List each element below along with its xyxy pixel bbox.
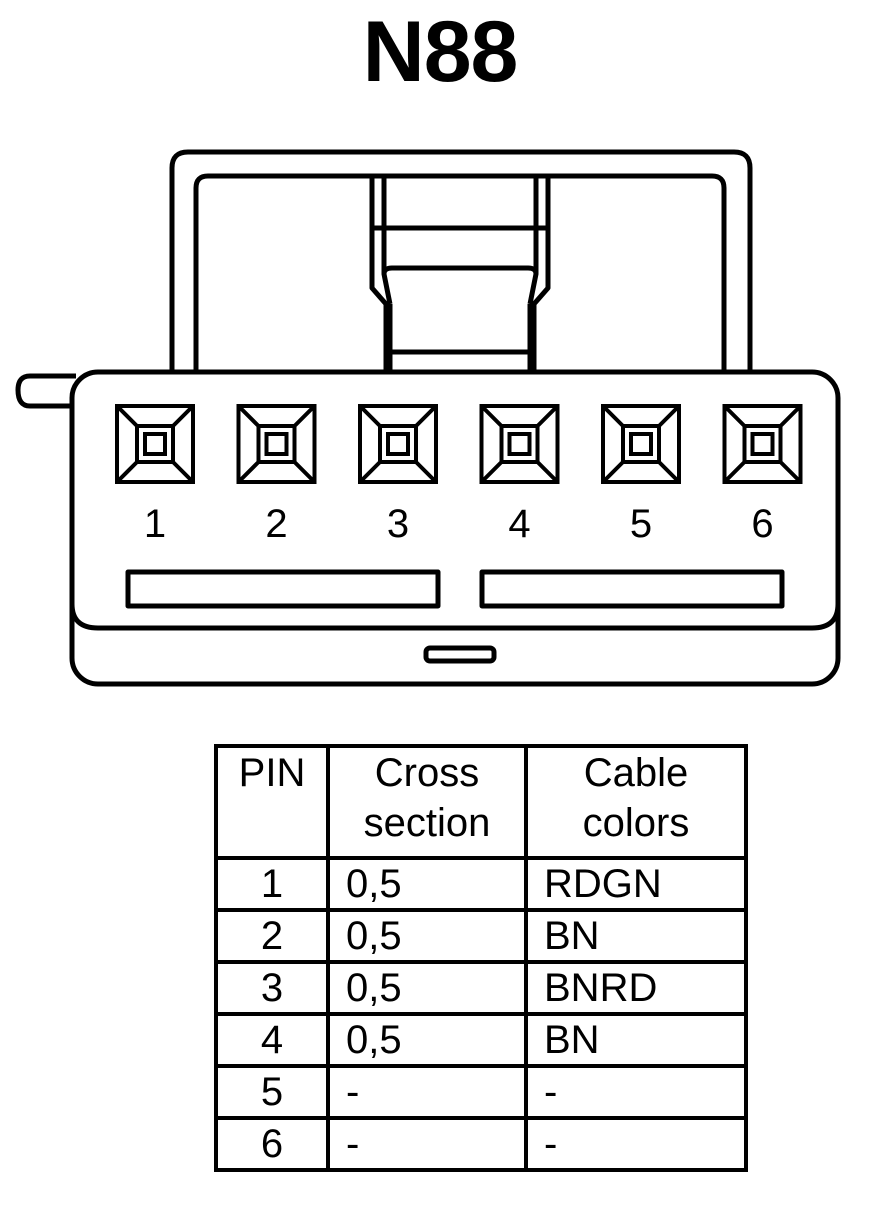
cell-pin: 4 — [214, 1012, 330, 1068]
cell-cross-section: 0,5 — [326, 856, 528, 912]
bottom-slot — [423, 645, 497, 664]
pin-number-label: 5 — [630, 502, 652, 546]
latch-frame-outer — [169, 149, 753, 372]
cell-pin: 2 — [214, 908, 330, 964]
cell-cable-color: RDGN — [524, 856, 748, 912]
pin-cavity — [722, 404, 803, 484]
table-header-row: PIN Cross section Cable colors — [214, 744, 748, 860]
cell-cross-section: 0,5 — [326, 908, 528, 964]
table-row: 2 0,5 BN — [214, 908, 748, 964]
pin-number-label: 6 — [751, 502, 773, 546]
cell-cable-color: BN — [524, 908, 748, 964]
header-cable-colors-line1: Cable — [583, 751, 689, 795]
cell-cross-section: 0,5 — [326, 1012, 528, 1068]
header-pin: PIN — [214, 744, 330, 860]
cell-pin: 3 — [214, 960, 330, 1016]
table-row: 4 0,5 BN — [214, 1012, 748, 1068]
header-cross-section: Cross section — [326, 744, 528, 860]
cell-pin: 6 — [214, 1116, 330, 1172]
side-tab — [15, 373, 76, 409]
pin-cavity — [236, 404, 317, 484]
header-cross-section-line2: section — [363, 801, 491, 845]
pin-number-label: 4 — [508, 502, 530, 546]
latch-frame-inner — [193, 173, 727, 372]
cell-cable-color: BN — [524, 1012, 748, 1068]
table-row: 1 0,5 RDGN — [214, 856, 748, 912]
cell-cross-section: - — [326, 1064, 528, 1120]
latch-tab — [369, 176, 393, 372]
cell-cable-color: - — [524, 1064, 748, 1120]
header-cable-colors-line2: colors — [582, 801, 690, 845]
cell-pin: 1 — [214, 856, 330, 912]
table-row: 5 - - — [214, 1064, 748, 1120]
table-row: 3 0,5 BNRD — [214, 960, 748, 1016]
connector-title: N88 — [362, 4, 519, 100]
pin-number-label: 3 — [387, 502, 409, 546]
connector-drawing: 1 2 3 4 5 6 — [15, 149, 841, 687]
cell-cable-color: - — [524, 1116, 748, 1172]
table-row: 6 - - — [214, 1116, 748, 1172]
cell-cross-section: 0,5 — [326, 960, 528, 1016]
pin-cavity — [358, 404, 438, 484]
header-cable-colors: Cable colors — [524, 744, 748, 860]
pin-cavity — [115, 404, 195, 484]
pin-cavity — [601, 404, 681, 484]
key-bar-left — [125, 569, 441, 609]
cell-cross-section: - — [326, 1116, 528, 1172]
header-cross-section-line1: Cross — [374, 751, 480, 795]
pinout-table: PIN Cross section Cable colors 1 0,5 RDG… — [214, 744, 748, 1172]
connector-body — [69, 369, 841, 687]
pin-number-label: 2 — [265, 502, 287, 546]
cell-pin: 5 — [214, 1064, 330, 1120]
cell-cable-color: BNRD — [524, 960, 748, 1016]
key-bar-right — [479, 569, 785, 609]
pin-cavity — [479, 404, 560, 484]
pin-number-label: 1 — [144, 502, 166, 546]
